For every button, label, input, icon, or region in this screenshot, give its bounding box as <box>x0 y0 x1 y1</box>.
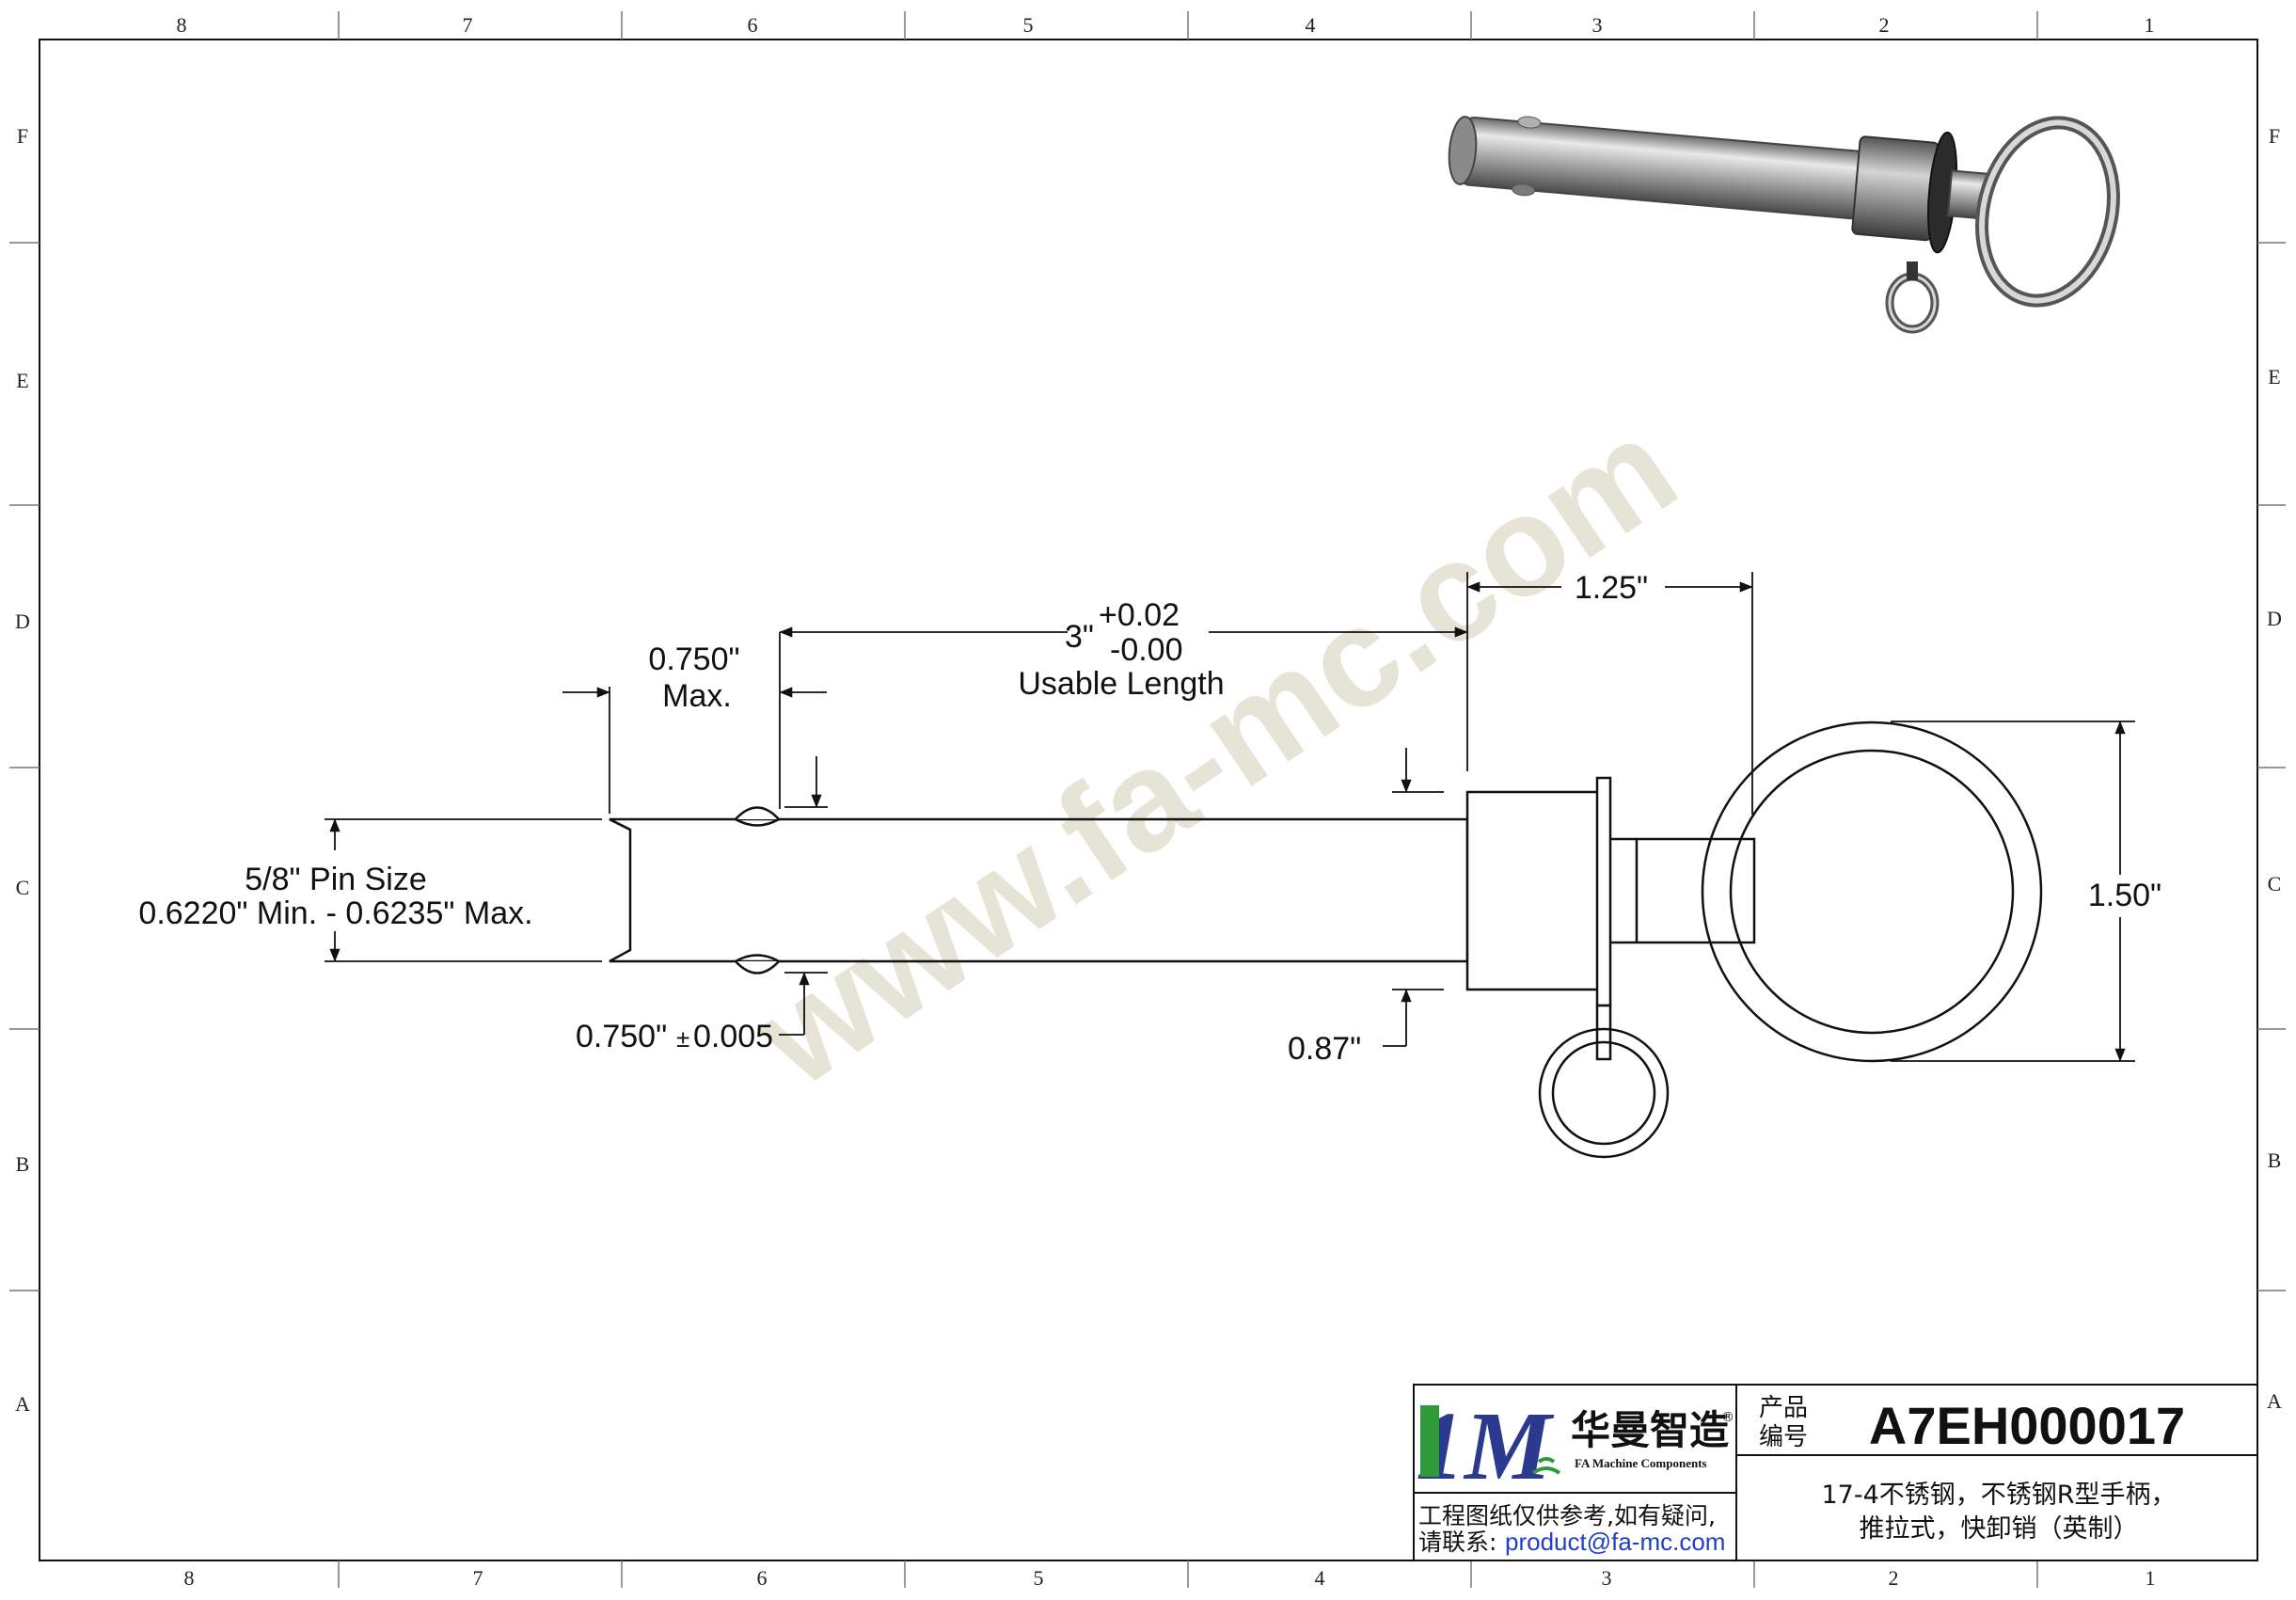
col-label-top: 7 <box>463 13 473 37</box>
watermark: www.fa-mc.com <box>727 388 1702 1117</box>
dim-ball-position-label: Max. <box>662 678 732 714</box>
col-label-top: 8 <box>177 13 187 37</box>
collar-3d <box>1851 135 1940 242</box>
locking-ball-top <box>735 806 780 820</box>
pin-shaft-3d <box>1459 116 1869 220</box>
row-label-right: D <box>2267 607 2282 630</box>
company-name-en: FA Machine Components <box>1575 1456 1707 1470</box>
company-name-cn: 华曼智造 <box>1571 1407 1729 1453</box>
collar <box>1465 790 1611 991</box>
row-label-left: F <box>17 124 28 148</box>
part-number-label-2: 编号 <box>1759 1423 1808 1451</box>
col-label-top: 6 <box>748 13 758 37</box>
company-logo: 1M 华曼智造 ® FA Machine Components <box>1416 1392 1734 1500</box>
registered-mark: ® <box>1721 1410 1734 1425</box>
pin-3d-view <box>1448 116 2120 334</box>
lanyard-ring <box>1538 1027 1670 1159</box>
row-label-left: E <box>16 369 28 392</box>
dim-ball-span-tol-sign: ± <box>676 1024 689 1053</box>
col-label-bottom: 8 <box>184 1566 195 1590</box>
washer <box>1595 776 1612 1007</box>
locking-ball-bottom <box>735 960 780 974</box>
dim-ball-position-value: 0.750" <box>648 642 739 677</box>
dim-ball-span: 0.750" <box>576 1019 667 1054</box>
col-label-top: 3 <box>1592 13 1603 37</box>
row-label-left: B <box>16 1152 30 1176</box>
col-label-bottom: 3 <box>1602 1566 1612 1590</box>
dim-collar-diameter: 0.87" <box>1288 1031 1361 1067</box>
dim-collar-length: 1.25" <box>1575 570 1648 606</box>
description-line2: 推拉式，快卸销（英制） <box>1860 1514 2139 1544</box>
col-label-bottom: 5 <box>1034 1566 1044 1590</box>
col-label-top: 4 <box>1306 13 1316 37</box>
notice-email-link[interactable]: product@fa-mc.com <box>1505 1528 1725 1556</box>
row-label-left: C <box>16 876 30 899</box>
row-label-left: D <box>15 610 30 633</box>
col-label-top: 2 <box>1879 13 1890 37</box>
drawing-border: 8 7 6 5 4 3 2 1 8 7 6 5 4 3 2 1 F E D C … <box>9 11 2286 1590</box>
notice-line1: 工程图纸仅供参考,如有疑问, <box>1418 1502 1716 1529</box>
description-line1: 17-4不锈钢，不锈钢R型手柄， <box>1821 1481 2176 1510</box>
notice-line2: 请联系: <box>1418 1529 1496 1556</box>
row-label-right: B <box>2268 1149 2282 1172</box>
dim-pin-size-line2: 0.6220" Min. - 0.6235" Max. <box>138 895 532 931</box>
row-label-right: C <box>2268 872 2282 895</box>
col-label-top: 5 <box>1023 13 1034 37</box>
dim-usable-length-label: Usable Length <box>1018 666 1224 702</box>
lanyard-tab <box>1595 1004 1612 1061</box>
dimension-labels: 3" +0.02 -0.00 Usable Length 0.750" Max.… <box>138 570 2161 1067</box>
col-label-top: 1 <box>2145 13 2155 37</box>
part-number-label-1: 产品 <box>1759 1394 1808 1422</box>
dim-usable-length-value: 3" <box>1065 619 1094 655</box>
col-label-bottom: 7 <box>473 1566 483 1590</box>
dim-usable-length-tol-minus: -0.00 <box>1110 632 1183 668</box>
dimension-lines <box>325 572 2135 1062</box>
row-label-right: A <box>2267 1389 2282 1413</box>
title-block: 1M 华曼智造 ® FA Machine Components 工程图纸仅供参考… <box>1413 1384 2258 1561</box>
dim-ring-diameter: 1.50" <box>2088 878 2161 913</box>
part-number: A7EH000017 <box>1869 1396 2185 1455</box>
dim-pin-size-line1: 5/8" Pin Size <box>245 862 427 897</box>
pull-ring <box>1701 721 2043 1063</box>
col-label-bottom: 1 <box>2146 1566 2156 1590</box>
col-label-bottom: 2 <box>1889 1566 1899 1590</box>
pin-side-view <box>609 721 2043 1159</box>
row-label-right: F <box>2269 124 2280 148</box>
col-label-bottom: 4 <box>1315 1566 1325 1590</box>
row-label-left: A <box>15 1392 30 1416</box>
dim-usable-length-tol-plus: +0.02 <box>1099 597 1180 633</box>
col-label-bottom: 6 <box>757 1566 768 1590</box>
row-label-right: E <box>2268 365 2280 388</box>
dim-ball-span-tol-value: 0.005 <box>693 1019 773 1054</box>
pull-ring-3d <box>1975 116 2120 308</box>
